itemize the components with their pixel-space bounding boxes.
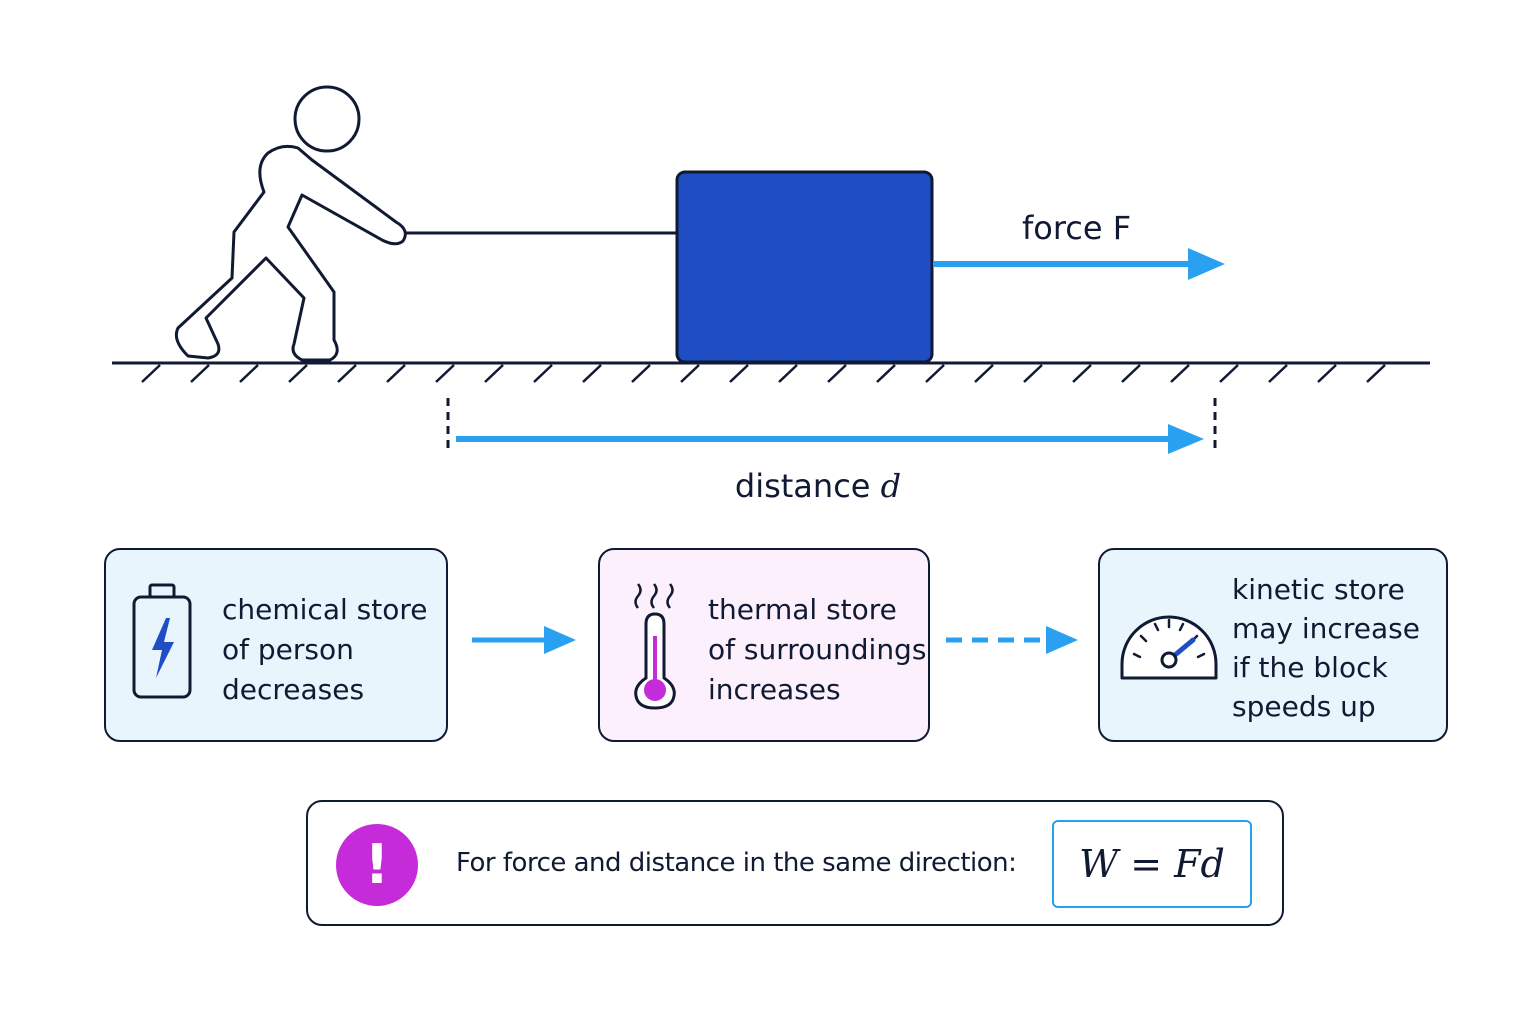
thermal-store-text: thermal store of surroundings increases [708,590,926,710]
kinetic-store-text: kinetic store may increase if the block … [1232,570,1420,726]
force-label: force F [1022,209,1131,247]
hatch-mark [141,364,161,383]
store-line: increases [708,673,841,706]
hatch-mark [1219,364,1239,383]
speedometer-icon [1120,615,1218,680]
hatch-mark [435,364,455,383]
hatch-mark [1366,364,1386,383]
hatch-mark [1121,364,1141,383]
store-line: speeds up [1232,690,1376,723]
store-line: thermal store [708,593,897,626]
store-line: of person [222,633,354,666]
hatch-mark [925,364,945,383]
note-text: For force and distance in the same direc… [456,848,1017,878]
store-line: if the block [1232,651,1388,684]
hatch-mark [1170,364,1190,383]
battery-bolt-icon [132,583,192,699]
work-formula: W = Fd [1052,820,1252,908]
hatch-mark [631,364,651,383]
block [675,170,934,364]
store-line: kinetic store [1232,573,1405,606]
hatch-mark [876,364,896,383]
hatch-mark [974,364,994,383]
hatch-mark [484,364,504,383]
hatch-mark [582,364,602,383]
store-line: of surroundings [708,633,927,666]
hatch-mark [680,364,700,383]
hatch-mark [1072,364,1092,383]
distance-label-symbol: d [881,467,901,505]
flow-arrow-1 [472,626,576,654]
work-formula-note: ! For force and distance in the same dir… [306,800,1284,926]
distance-label-text: distance [735,467,881,505]
distance-arrow [456,424,1204,454]
store-line: chemical store [222,593,428,626]
hatch-mark [778,364,798,383]
flow-arrow-2-dashed [946,626,1078,654]
chemical-store-text: chemical store of person decreases [222,590,427,710]
hatch-mark [386,364,406,383]
thermometer-heat-icon [634,583,676,710]
thermal-store-box: thermal store of surroundings increases [598,548,930,742]
hatch-mark [1268,364,1288,383]
hatch-mark [337,364,357,383]
store-line: may increase [1232,612,1420,645]
exclamation-icon: ! [336,824,418,906]
hatch-mark [827,364,847,383]
ground [112,361,1430,383]
store-line: decreases [222,673,365,706]
chemical-store-box: chemical store of person decreases [104,548,448,742]
hatch-mark [729,364,749,383]
hatch-mark [239,364,259,383]
person-figure [174,85,407,362]
hatch-mark [533,364,553,383]
hatch-mark [1317,364,1337,383]
kinetic-store-box: kinetic store may increase if the block … [1098,548,1448,742]
hatch-mark [288,364,308,383]
distance-label: distance d [735,467,901,505]
hatch-mark [190,364,210,383]
ground-hatching [141,364,1386,383]
force-arrow [933,248,1225,280]
hatch-mark [1023,364,1043,383]
